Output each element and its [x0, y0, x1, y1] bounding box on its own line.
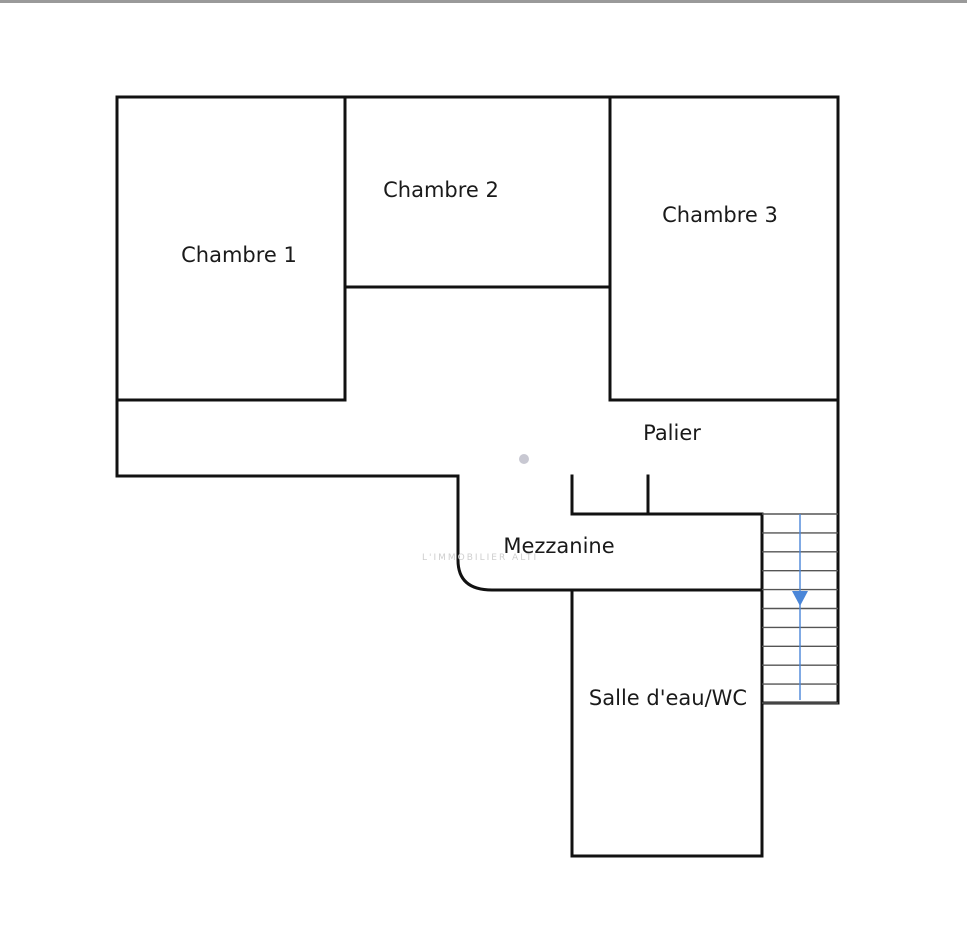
room-label-chambre-3: Chambre 3: [662, 203, 778, 227]
room-label-chambre-1: Chambre 1: [181, 243, 297, 267]
room-label-chambre-2: Chambre 2: [383, 178, 499, 202]
watermark: L'IMMOBILIER ALTI: [422, 553, 538, 563]
marker-dot: [519, 454, 529, 464]
room-label-palier: Palier: [643, 421, 701, 445]
top-border: [0, 0, 967, 3]
stair-direction-arrow-icon: [792, 514, 808, 700]
room-label-mezzanine: Mezzanine: [503, 534, 614, 558]
room-label-salle-eau-wc: Salle d'eau/WC: [589, 686, 747, 710]
